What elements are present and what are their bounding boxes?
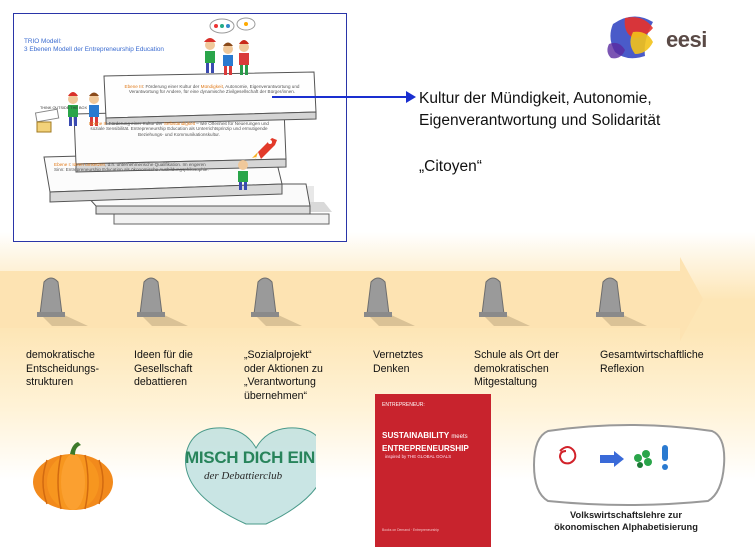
eesi-logo — [607, 16, 653, 59]
citoyen-label: „Citoyen“ — [419, 158, 482, 175]
ebene-2-text: Ebene II: Förderung einer Kultur der Sel… — [84, 121, 274, 137]
step-marker-6 — [596, 277, 647, 326]
ebene-3-text: Ebene III: Förderung einer Kultur der Mü… — [112, 84, 312, 95]
book-series-label: ENTREPRENEUR: — [382, 402, 425, 408]
step-5-line2: demokratischen — [474, 362, 549, 375]
exclamation-icon — [662, 445, 668, 461]
ebene-1-label: Ebene I — [54, 162, 70, 167]
think-outside-sign: THINK OUTSIDE THE BOX — [40, 106, 87, 110]
step-marker-3 — [251, 277, 302, 326]
people-figures-left — [34, 92, 99, 133]
culture-line2: Eigenverantwortung und Solidarität — [419, 112, 661, 129]
rocket-and-child-figure — [238, 138, 277, 190]
arrow-right-icon — [600, 451, 624, 467]
book-title-word1: SUSTAINABILITY — [382, 431, 450, 440]
vwl-speech-bubble — [532, 424, 726, 506]
step-2: Ideen für die Gesellschaft debattieren — [134, 349, 193, 390]
debattierclub-logo — [185, 427, 316, 525]
vwl-caption: Volkswirtschaftslehre zur ökonomischen A… — [528, 509, 724, 533]
step-5-line3: Mitgestaltung — [474, 376, 538, 388]
ebene-3-keyword: Mündigkeit — [200, 84, 223, 89]
step-2-line3: debattieren — [134, 376, 188, 388]
book-subtitle: inspired by THE GLOBAL GOALS — [385, 454, 452, 459]
culture-line1: Kultur der Mündigkeit, Autonomie, — [419, 90, 652, 107]
pumpkin-image — [33, 442, 113, 510]
ebene-1-text: Ebene I: Ideen umsetzen, d.h. unternehme… — [54, 162, 214, 173]
debattierclub-title: MISCH DICH EIN — [185, 448, 315, 467]
ebene-2-keyword: Selbständigkeit — [163, 121, 195, 126]
ebene-3-text-b: , Autonomie, Eigenverantwortung und Vera… — [128, 84, 300, 95]
step-2-line2: Gesellschaft — [134, 362, 193, 375]
book-title: SUSTAINABILITY meets ENTREPRENEURSHIP — [382, 430, 490, 454]
step-3: „Sozialprojekt“ oder Aktionen zu „Verant… — [244, 349, 323, 403]
step-6: Gesamtwirtschaftliche Reflexion — [600, 349, 704, 376]
vwl-line2: ökonomischen Alphabetisierung — [554, 522, 698, 532]
book-title-word2: ENTREPRENEURSHIP — [382, 444, 469, 453]
step-4-line1: Vernetztes — [373, 349, 424, 361]
book-cover: ENTREPRENEUR: SUSTAINABILITY meets ENTRE… — [375, 394, 491, 547]
step-3-line2: oder Aktionen zu — [244, 362, 323, 375]
step-6-line2: Reflexion — [600, 362, 645, 375]
ebene-3-label: Ebene III — [124, 84, 143, 89]
step-1: demokratische Entscheidungs- strukturen — [26, 349, 99, 390]
book-footer: Books on Demand · Entrepreneurship — [382, 528, 439, 532]
timeline-arrow-shape — [0, 257, 703, 341]
step-6-line1: Gesamtwirtschaftliche — [600, 349, 704, 361]
vwl-line1: Volkswirtschaftslehre zur — [570, 510, 682, 520]
step-5: Schule als Ort der demokratischen Mitges… — [474, 349, 559, 390]
ebene-2-label: Ebene II — [89, 121, 107, 126]
people-figures-top — [204, 17, 256, 75]
culture-statement: Kultur der Mündigkeit, Autonomie, Eigenv… — [419, 88, 749, 132]
ebene-1-text-b: , d.h. unternehmerische Qualifikation. I… — [54, 162, 209, 173]
step-1-line2: Entscheidungs- — [26, 362, 100, 375]
step-4-line2: Denken — [373, 362, 410, 375]
step-marker-1 — [37, 277, 88, 326]
step-2-line1: Ideen für die — [134, 349, 193, 361]
layer-slab-5 — [103, 71, 317, 125]
step-marker-4 — [364, 277, 415, 326]
trio-title: TRIO Modell: 3 Ebenen Modell der Entrepr… — [24, 38, 174, 54]
ebene-2-text-a: : Förderung einer Kultur der — [106, 121, 164, 126]
timeline-markers — [37, 277, 647, 326]
trio-model-figure: THINK OUTSIDE THE BOX TRIO Modell: 3 Ebe… — [13, 13, 347, 242]
step-4: Vernetztes Denken — [373, 349, 423, 376]
step-1-line3: strukturen — [26, 376, 74, 388]
step-5-line1: Schule als Ort der — [474, 349, 559, 361]
step-3-line4: übernehmen“ — [244, 389, 308, 402]
debattierclub-subtitle: der Debattierclub — [204, 470, 283, 482]
eesi-logo-text: eesi — [666, 27, 707, 52]
trio-title-line1: TRIO Modell: — [24, 38, 62, 45]
ebene-3-text-a: : Förderung einer Kultur der — [142, 84, 201, 89]
book-title-meets: meets — [451, 434, 468, 440]
ebene-1-keyword: Ideen umsetzen — [72, 162, 106, 167]
step-marker-2 — [137, 277, 188, 326]
step-marker-5 — [479, 277, 530, 326]
ebene-1-text-a: : — [69, 162, 73, 167]
step-3-line1: „Sozialprojekt“ — [244, 349, 312, 361]
trio-layers-illustration: THINK OUTSIDE THE BOX — [34, 17, 332, 225]
step-1-line1: demokratische — [26, 349, 95, 361]
scribble-icon — [558, 446, 577, 465]
trio-title-line2: 3 Ebenen Modell der Entrepreneurship Edu… — [24, 46, 164, 53]
step-3-line3: „Verantwortung — [244, 376, 316, 388]
ebene-2-text-b: – wie Offenheit für Neuerungen und sozia… — [90, 121, 269, 137]
